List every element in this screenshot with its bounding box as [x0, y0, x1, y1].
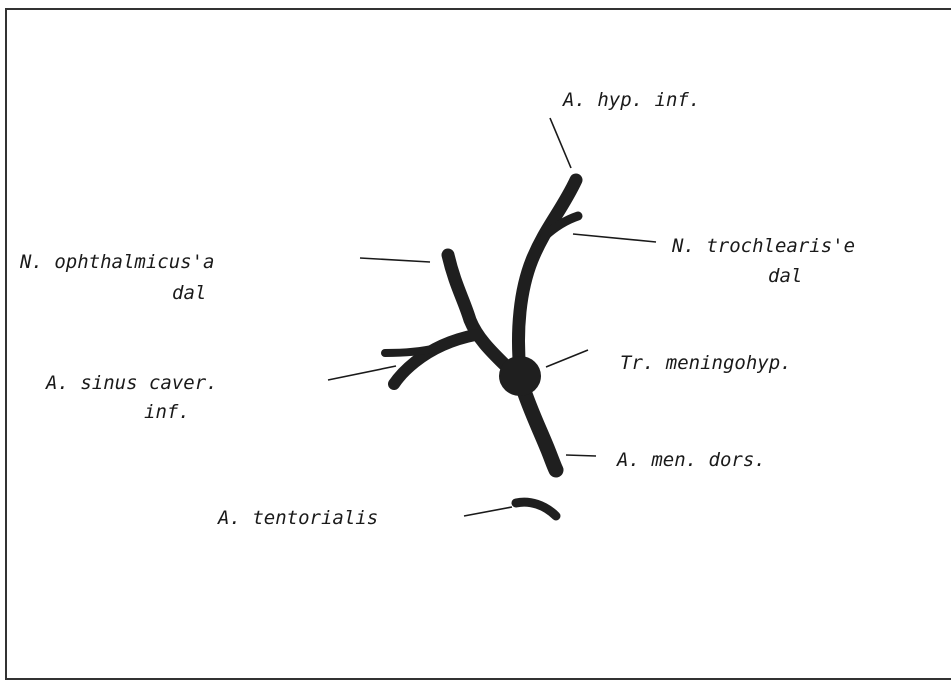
label-hyp-inf: A. hyp. inf. [562, 89, 700, 111]
vessel-tentorialis [516, 502, 556, 516]
vessel-cast [385, 180, 578, 516]
vessel-sinus-caver-stub [385, 348, 436, 353]
label-sinus-caver-line2: inf. [144, 401, 190, 423]
leader-men-dors [566, 455, 596, 456]
leader-sinus-caver [328, 366, 396, 380]
label-trochlearis-line2: dal [768, 265, 802, 287]
leader-hyp-inf [550, 118, 571, 168]
leader-lines [328, 118, 656, 516]
leader-meningohyp [546, 350, 588, 367]
label-tentorialis: A. tentorialis [217, 507, 378, 529]
vessel-trunk-node [499, 356, 541, 396]
label-meningohyp: Tr. meningohyp. [620, 352, 792, 374]
label-sinus-caver-line1: A. sinus caver. [45, 372, 218, 394]
leader-trochlearis [573, 234, 656, 242]
leader-tentorialis [464, 507, 512, 516]
vessel-sinus-caver-branch [394, 335, 475, 384]
vessel-ophthalmicus-branch [448, 255, 510, 370]
label-men-dors: A. men. dors. [616, 449, 766, 471]
label-ophthalmicus-line2: dal [172, 282, 206, 304]
vessel-men-dors [522, 385, 556, 470]
label-trochlearis-line1: N. trochlearis'e [671, 235, 855, 257]
leader-ophthalmicus [360, 258, 430, 262]
label-ophthalmicus-line1: N. ophthalmicus'a [19, 251, 214, 273]
vessel-hyp-inf [519, 180, 577, 372]
